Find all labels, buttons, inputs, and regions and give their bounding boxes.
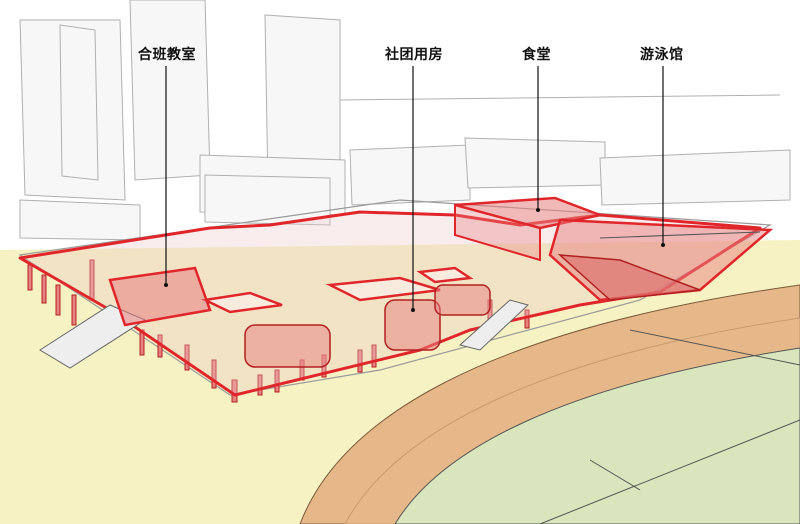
classroom-block — [108, 266, 212, 327]
label-classroom: 合班教室 — [138, 47, 196, 63]
sports-field — [299, 284, 800, 524]
ramp-right — [458, 299, 529, 351]
label-club-rooms: 社团用房 — [385, 47, 443, 63]
background-towers — [19, 0, 791, 241]
label-pool: 游泳馆 — [640, 47, 684, 63]
club-rooms — [244, 284, 491, 368]
pool-block — [548, 218, 774, 302]
building-outlines — [18, 199, 773, 396]
leader-dots — [164, 208, 665, 312]
leader-lines — [165, 66, 664, 310]
label-canteen: 食堂 — [522, 47, 551, 63]
